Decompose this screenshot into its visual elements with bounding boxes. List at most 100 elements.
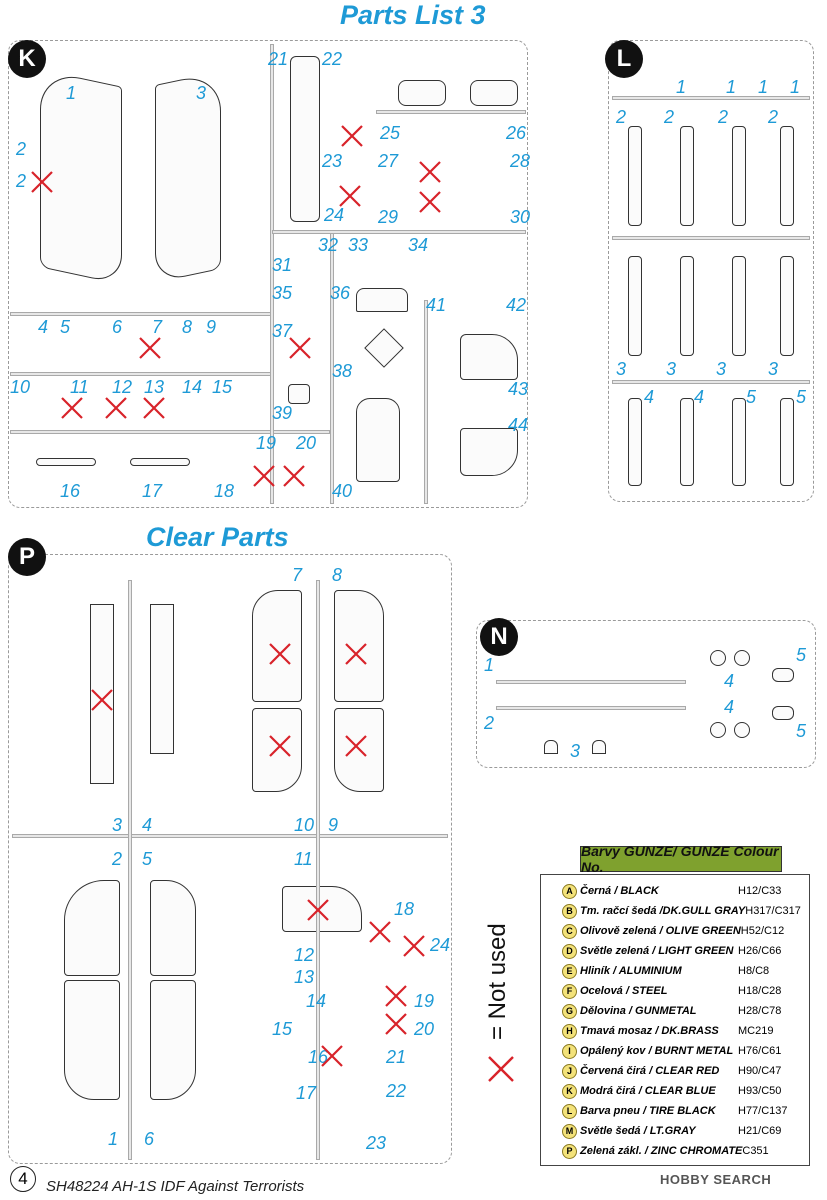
part-k16 (36, 458, 96, 466)
colour-name: Světle šedá / LT.GRAY (580, 1125, 696, 1137)
sprue-n-badge: N (480, 618, 518, 656)
part-number-label: 43 (508, 379, 529, 399)
part-number-label: 3 (716, 359, 727, 379)
part-k40 (356, 398, 400, 482)
sprue-l-runner (612, 236, 810, 240)
not-used-x-icon (91, 689, 113, 711)
part-number-label: 3 (616, 359, 627, 379)
part-l5 (780, 398, 794, 486)
part-number-label: 5 (142, 849, 153, 869)
not-used-x-icon (339, 185, 361, 207)
sprue-k-runner (424, 300, 428, 504)
not-used-x-icon (61, 397, 83, 419)
part-number-label: 5 (796, 387, 807, 407)
colour-name: Dělovina / GUNMETAL (580, 1005, 697, 1017)
colour-code: H26/C66 (738, 945, 782, 957)
part-number-label: 1 (108, 1129, 119, 1149)
part-number-label: 39 (272, 403, 293, 423)
part-p1-window (64, 980, 120, 1100)
part-number-label: 2 (16, 171, 27, 191)
colour-name: Ocelová / STEEL (580, 985, 668, 997)
part-number-label: 38 (332, 361, 353, 381)
colour-letter-badge: D (562, 943, 577, 959)
part-n4-wheel (710, 722, 726, 738)
part-number-label: 1 (676, 77, 687, 97)
not-used-x-icon (419, 191, 441, 213)
part-number-label: 23 (366, 1133, 387, 1153)
colour-code: H317/C317 (745, 905, 801, 917)
not-used-x-icon (307, 899, 329, 921)
part-l3 (628, 256, 642, 356)
part-number-label: 18 (214, 481, 235, 501)
part-k26 (470, 80, 518, 106)
colour-code: H90/C47 (738, 1065, 782, 1077)
part-number-label: 2 (112, 849, 123, 869)
part-number-label: 3 (112, 815, 123, 835)
part-number-label: 17 (296, 1083, 317, 1103)
colour-code: H52/C12 (740, 925, 785, 937)
part-number-label: 12 (294, 945, 315, 965)
sprue-l-frame (608, 40, 814, 502)
colour-code: MC219 (738, 1025, 774, 1037)
part-number-label: 29 (378, 207, 399, 227)
not-used-x-icon (341, 125, 363, 147)
not-used-x-icon (385, 985, 407, 1007)
colour-code: C351 (742, 1145, 769, 1157)
part-number-label: 5 (746, 387, 757, 407)
part-number-label: 42 (506, 295, 527, 315)
not-used-x-icon (143, 397, 165, 419)
part-p4-window (150, 604, 174, 754)
part-number-label: 10 (10, 377, 31, 397)
part-number-label: 33 (348, 235, 369, 255)
colour-name: Tmavá mosaz / DK.BRASS (580, 1025, 719, 1037)
not-used-x-icon (283, 465, 305, 487)
not-used-x-icon (269, 735, 291, 757)
part-p11-window (282, 886, 362, 932)
footer-title: SH48224 AH-1S IDF Against Terrorists (46, 1178, 305, 1195)
part-number-label: 4 (694, 387, 705, 407)
part-p5-window (150, 880, 196, 976)
sprue-l-runner (612, 380, 810, 384)
colour-table-title: Barvy GUNZE/ GUNZE Colour No. (580, 843, 782, 875)
sprue-p-badge: P (8, 538, 46, 576)
part-k37 (288, 384, 310, 404)
sprue-k-frame (8, 40, 528, 508)
sprue-k-runner (10, 372, 272, 376)
part-number-label: 25 (380, 123, 401, 143)
colour-letter-badge: M (562, 1123, 577, 1139)
part-number-label: 31 (272, 255, 293, 275)
part-number-label: 41 (426, 295, 447, 315)
not-used-x-icon (105, 397, 127, 419)
not-used-x-icon (269, 643, 291, 665)
part-number-label: 35 (272, 283, 293, 303)
part-l2 (628, 126, 642, 226)
part-l4 (680, 398, 694, 486)
part-l3 (780, 256, 794, 356)
part-number-label: 9 (206, 317, 217, 337)
part-number-label: 3 (196, 83, 207, 103)
part-number-label: 26 (506, 123, 527, 143)
part-n5 (772, 706, 794, 720)
colour-code: H77/C137 (738, 1105, 788, 1117)
part-l3 (732, 256, 746, 356)
part-number-label: 5 (796, 645, 807, 665)
sprue-k-runner (270, 44, 274, 504)
sprue-p-frame (8, 554, 452, 1164)
not-used-x-icon (385, 1013, 407, 1035)
part-number-label: 7 (292, 565, 303, 585)
part-number-label: 2 (16, 139, 27, 159)
part-number-label: 7 (152, 317, 163, 337)
part-k43 (460, 334, 518, 380)
part-number-label: 27 (378, 151, 399, 171)
part-number-label: 6 (144, 1129, 155, 1149)
part-number-label: 21 (268, 49, 289, 69)
part-number-label: 19 (256, 433, 277, 453)
colour-code: H21/C69 (738, 1125, 782, 1137)
